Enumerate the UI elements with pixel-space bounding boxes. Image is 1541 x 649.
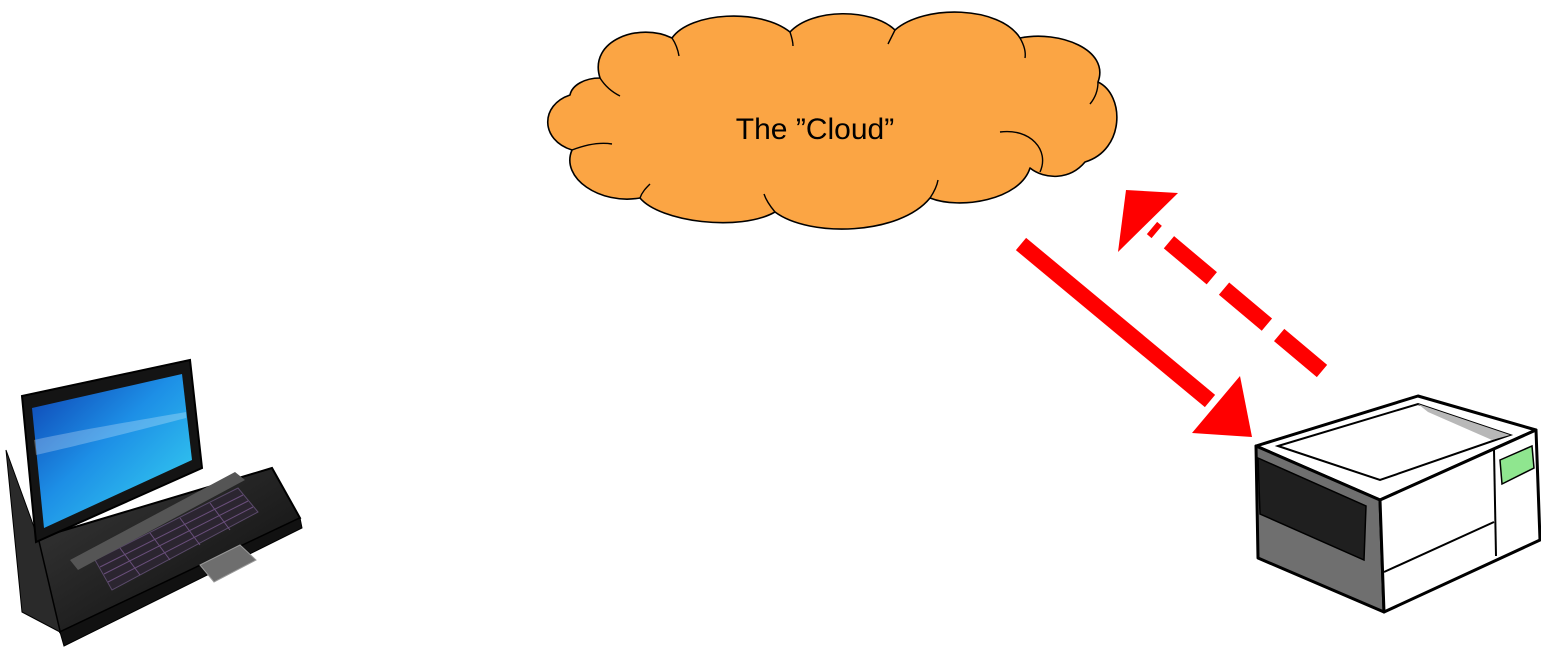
cloud-lobe-lines	[571, 29, 1099, 213]
cloud-shape: The ”Cloud”	[547, 11, 1118, 230]
dashed-arrow	[1118, 190, 1328, 378]
solid-arrow	[1015, 237, 1252, 437]
cloud-outline	[547, 11, 1118, 230]
printer-icon	[1254, 394, 1541, 614]
laptop-icon	[5, 358, 303, 647]
solid-arrowhead	[1192, 376, 1252, 437]
cloud-label: The ”Cloud”	[736, 113, 894, 146]
dashed-arrowhead	[1118, 190, 1178, 252]
